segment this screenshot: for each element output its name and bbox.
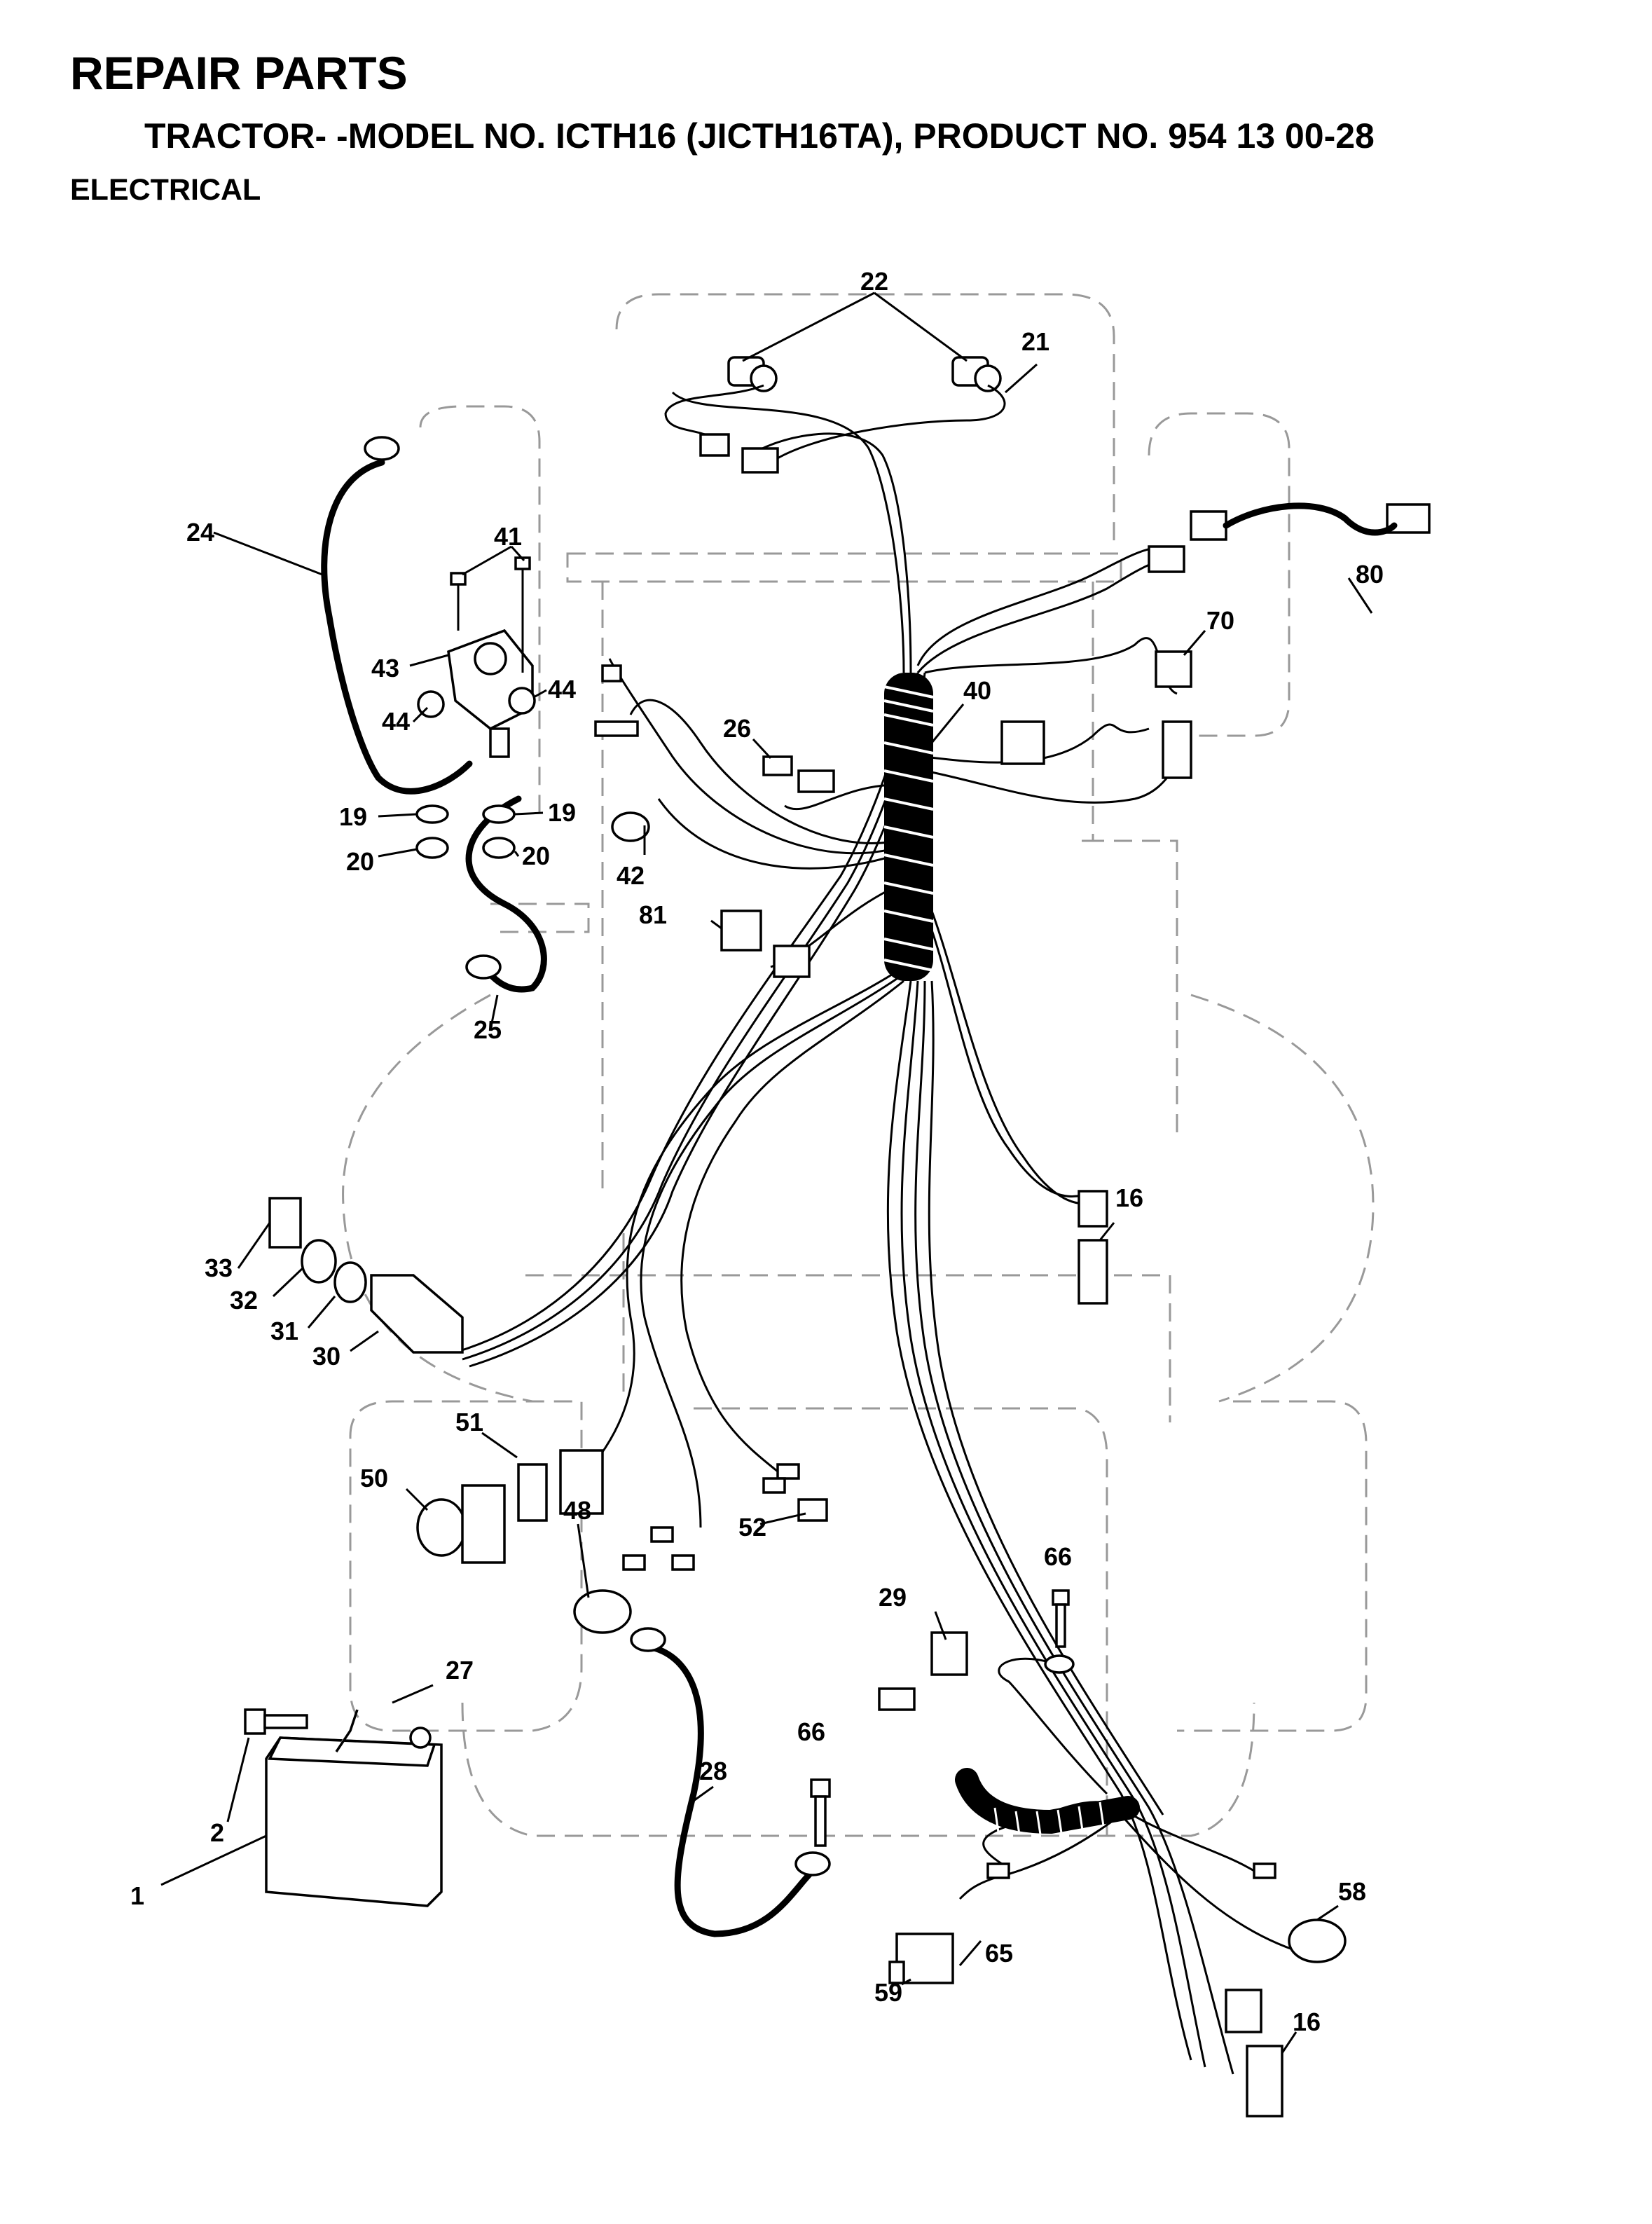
callout-65: 65: [985, 1939, 1013, 1968]
starter-solenoid: [417, 556, 536, 758]
callout-26: 26: [723, 714, 751, 743]
pto-switch: [416, 1463, 548, 1564]
battery-cable-24: [321, 459, 473, 795]
harness-coil-40: [883, 673, 934, 981]
callout-28: 28: [699, 1757, 727, 1785]
wire-harness: [455, 391, 1311, 2075]
callout-80: 80: [1356, 560, 1384, 589]
callout-19-right: 19: [548, 798, 576, 827]
callout-20-right: 20: [522, 842, 550, 870]
callout-70: 70: [1206, 606, 1234, 635]
leader-lines: [160, 291, 1373, 2054]
callout-51: 51: [455, 1408, 483, 1436]
callout-32: 32: [230, 1286, 258, 1315]
washers-nuts: [364, 436, 1075, 1876]
section-title: ELECTRICAL: [70, 173, 261, 207]
callout-2: 2: [210, 1818, 224, 1847]
model-subtitle: TRACTOR- -MODEL NO. ICTH16 (JICTH16TA), …: [144, 116, 1375, 156]
page-title: REPAIR PARTS: [70, 47, 408, 99]
seat-switch: [573, 1589, 632, 1634]
callout-52: 52: [738, 1513, 766, 1542]
callouts: 22 21 24 41 43 44 44 19 19 20 20 80 70 4…: [130, 267, 1384, 2036]
callout-31: 31: [270, 1317, 298, 1345]
battery-bolt: [244, 1708, 308, 1735]
battery-cable-25: [465, 795, 547, 993]
headlights: [664, 356, 1006, 464]
callout-16-upper: 16: [1115, 1183, 1143, 1212]
tractor-outline: [342, 293, 1375, 1837]
callout-44-right: 44: [548, 675, 576, 703]
callout-33: 33: [205, 1254, 233, 1282]
callout-21: 21: [1021, 327, 1049, 356]
callout-22: 22: [860, 267, 888, 296]
callout-25: 25: [474, 1015, 502, 1044]
callout-44-left: 44: [382, 707, 410, 736]
callout-81: 81: [639, 900, 667, 929]
callout-40: 40: [963, 676, 991, 705]
battery: [265, 1709, 443, 1907]
callout-58: 58: [1338, 1877, 1366, 1906]
callout-29: 29: [879, 1583, 907, 1612]
interlock-switch: [888, 1933, 954, 1984]
ground-bolts: [611, 811, 1070, 1847]
callout-66-left: 66: [797, 1717, 825, 1746]
callout-27: 27: [446, 1656, 474, 1684]
callout-30: 30: [312, 1342, 340, 1371]
callout-41: 41: [494, 522, 522, 551]
ground-cable-28: [645, 1643, 816, 1937]
ignition-switch: [268, 1197, 464, 1354]
callout-20-left: 20: [346, 847, 374, 876]
callout-59: 59: [874, 1978, 902, 2007]
callout-50: 50: [360, 1464, 388, 1492]
callout-42: 42: [617, 861, 645, 890]
callout-16-lower: 16: [1293, 2007, 1321, 2036]
callout-48: 48: [563, 1496, 591, 1525]
callout-66-right: 66: [1044, 1542, 1072, 1571]
connectors: [559, 433, 1431, 2117]
callout-43: 43: [371, 654, 399, 682]
callout-1: 1: [130, 1881, 144, 1910]
relay: [878, 1631, 968, 1711]
harness-coil-lower: [955, 1768, 1140, 1835]
hour-meter: [1288, 1918, 1347, 1963]
callout-19-left: 19: [339, 802, 367, 831]
callout-24: 24: [186, 518, 214, 547]
